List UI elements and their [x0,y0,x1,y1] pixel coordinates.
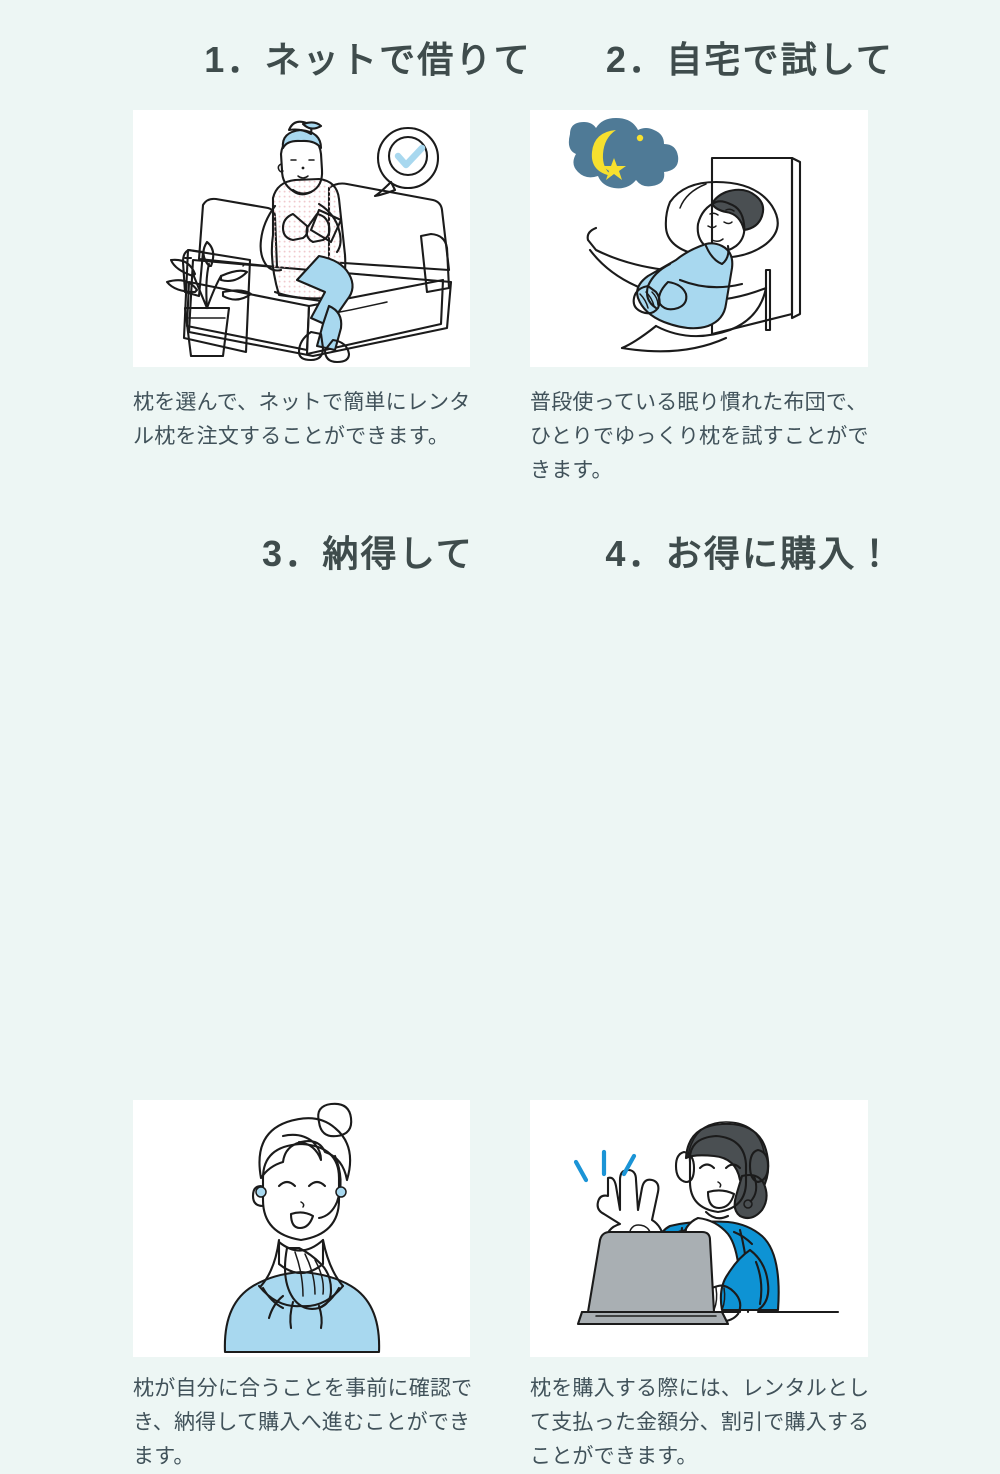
step-card-2: 2．自宅で試して [500,0,1000,500]
step-card-4: 4．お得に購入！ [500,500,1000,1468]
step-3-title-wrap: 3．納得して [133,536,472,572]
step-4-title: 4．お得に購入！ [605,533,895,574]
step-3-title: 3．納得して [262,533,474,574]
step-1-illustration [133,110,470,367]
step-4-title-wrap: 4．お得に購入！ [530,536,892,572]
step-4-illustration [530,1100,868,1357]
step-2-title-wrap: 2．自宅で試して [530,42,892,78]
step-3-caption: 枕が自分に合うことを事前に確認でき、納得して購入へ進むことができます。 [133,1377,473,1469]
step-2-illustration [530,110,868,367]
step-1-title: 1．ネットで借りて [204,39,532,80]
step-card-1: 1．ネットで借りて [0,0,530,500]
step-4-caption: 枕を購入する際には、レンタルとして支払った金額分、割引で購入することができます。 [530,1377,870,1469]
step-2-caption: 普段使っている眠り慣れた布団で、ひとりでゆっくり枕を試すことができます。 [530,391,869,483]
step-1-caption: 枕を選んで、ネットで簡単にレンタル枕を注文することができます。 [133,391,471,449]
step-2-title: 2．自宅で試して [605,39,895,80]
step-1-title-wrap: 1．ネットで借りて [133,42,529,78]
night-cloud-group [568,118,679,189]
step-3-illustration [133,1100,470,1357]
step-card-3: 3．納得して [0,500,500,1468]
